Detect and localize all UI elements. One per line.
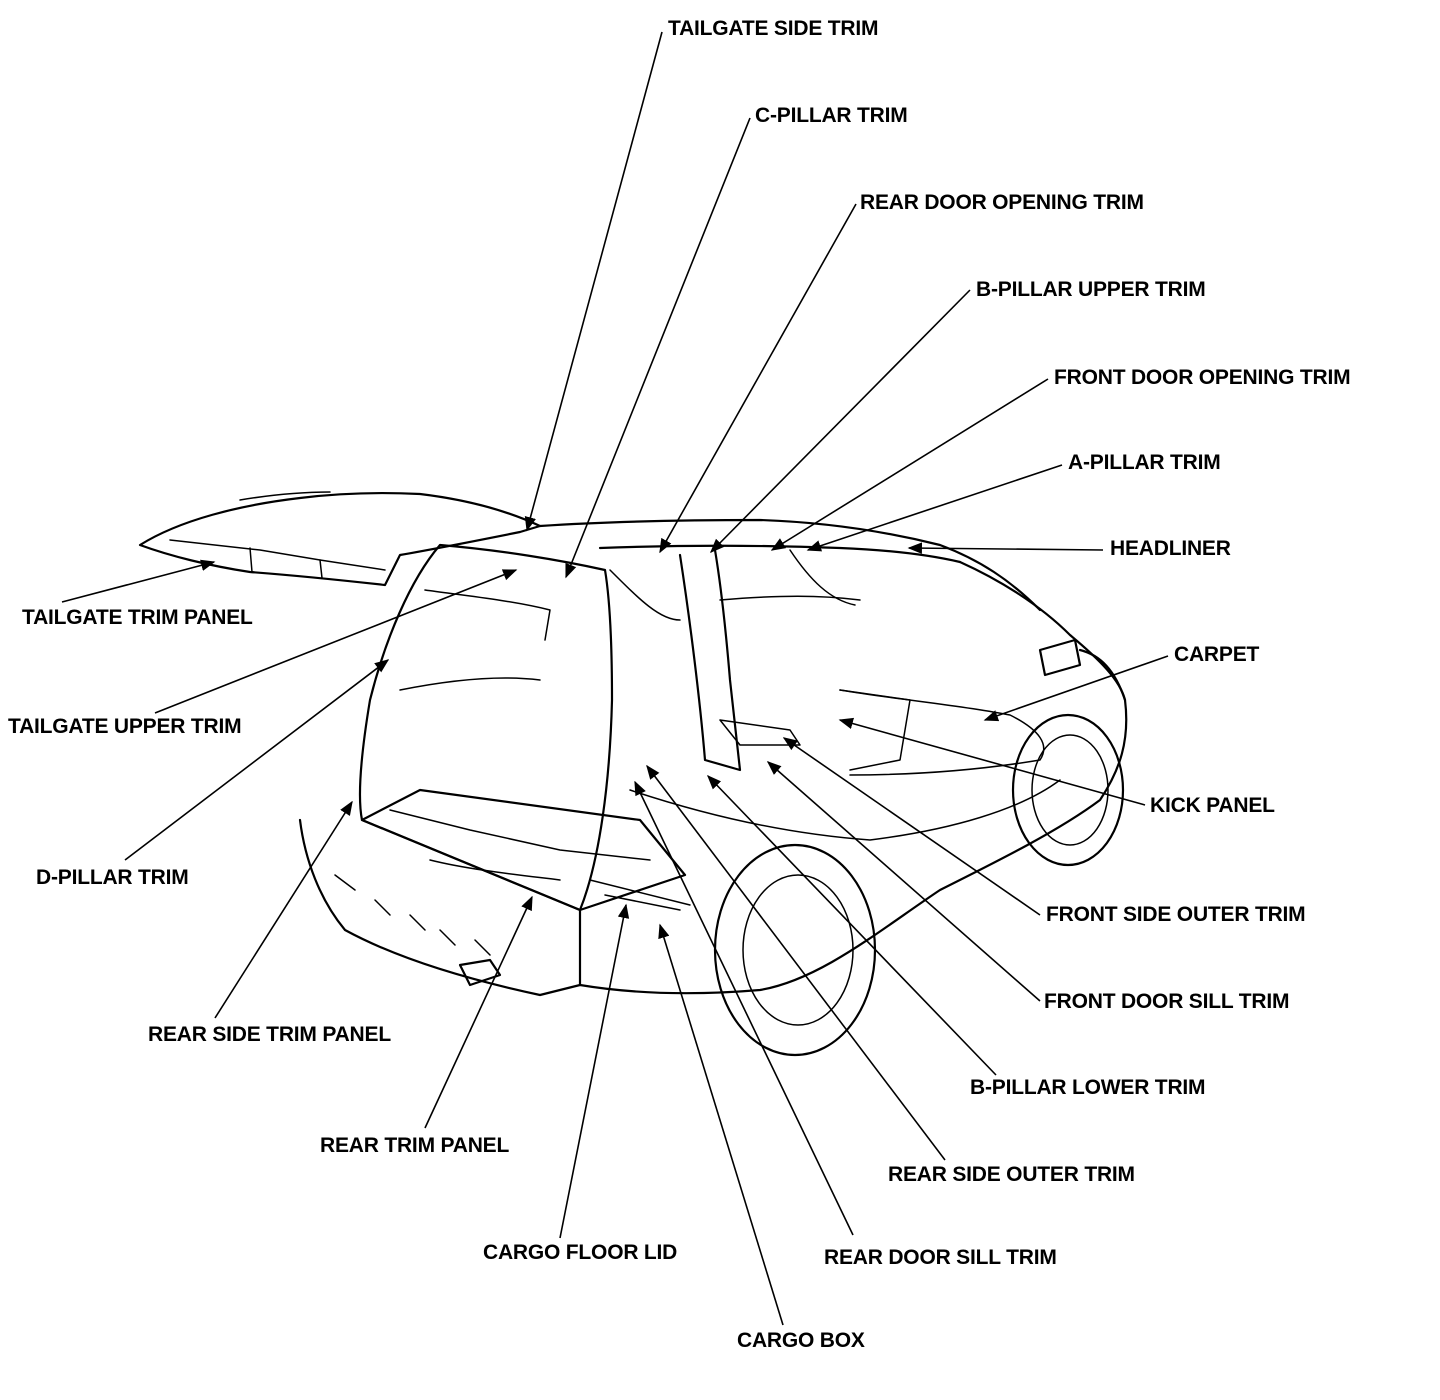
b-pillar <box>678 548 742 772</box>
label-tailgate-trim-panel: TAILGATE TRIM PANEL <box>22 606 253 629</box>
label-cargo-floor-lid: CARGO FLOOR LID <box>483 1241 678 1264</box>
label-rear-door-sill-trim: REAR DOOR SILL TRIM <box>824 1246 1057 1269</box>
label-front-side-outer-trim: FRONT SIDE OUTER TRIM <box>1046 903 1306 926</box>
label-carpet: CARPET <box>1174 643 1260 666</box>
label-rear-door-opening-trim: REAR DOOR OPENING TRIM <box>860 191 1144 214</box>
label-d-pillar-trim: D-PILLAR TRIM <box>36 866 189 889</box>
carpet <box>839 689 1045 776</box>
hatch-opening <box>358 543 614 912</box>
label-tailgate-upper-trim: TAILGATE UPPER TRIM <box>8 715 242 738</box>
body-side <box>578 648 1128 995</box>
label-front-door-sill-trim: FRONT DOOR SILL TRIM <box>1044 990 1290 1013</box>
roof-line <box>538 518 1042 612</box>
label-headliner: HEADLINER <box>1110 537 1231 560</box>
front-wheel <box>1011 713 1125 867</box>
label-a-pillar-trim: A-PILLAR TRIM <box>1068 451 1221 474</box>
side-mirror <box>1038 638 1082 677</box>
leader-lines <box>61 31 1169 1326</box>
roof-inner <box>598 544 962 564</box>
label-b-pillar-lower-trim: B-PILLAR LOWER TRIM <box>970 1076 1206 1099</box>
label-front-door-opening-trim: FRONT DOOR OPENING TRIM <box>1054 366 1351 389</box>
label-tailgate-side-trim: TAILGATE SIDE TRIM <box>668 17 879 40</box>
label-b-pillar-upper-trim: B-PILLAR UPPER TRIM <box>976 278 1206 301</box>
label-rear-side-outer-trim: REAR SIDE OUTER TRIM <box>888 1163 1135 1186</box>
label-rear-side-trim-panel: REAR SIDE TRIM PANEL <box>148 1023 391 1046</box>
cargo-floor <box>360 788 687 912</box>
label-kick-panel: KICK PANEL <box>1150 794 1275 817</box>
rear-bumper <box>298 818 582 997</box>
vehicle-illustration <box>138 491 1128 1057</box>
tailgate-panel <box>138 491 542 587</box>
label-c-pillar-trim: C-PILLAR TRIM <box>755 104 908 127</box>
label-rear-trim-panel: REAR TRIM PANEL <box>320 1134 510 1157</box>
label-cargo-box: CARGO BOX <box>737 1329 865 1352</box>
